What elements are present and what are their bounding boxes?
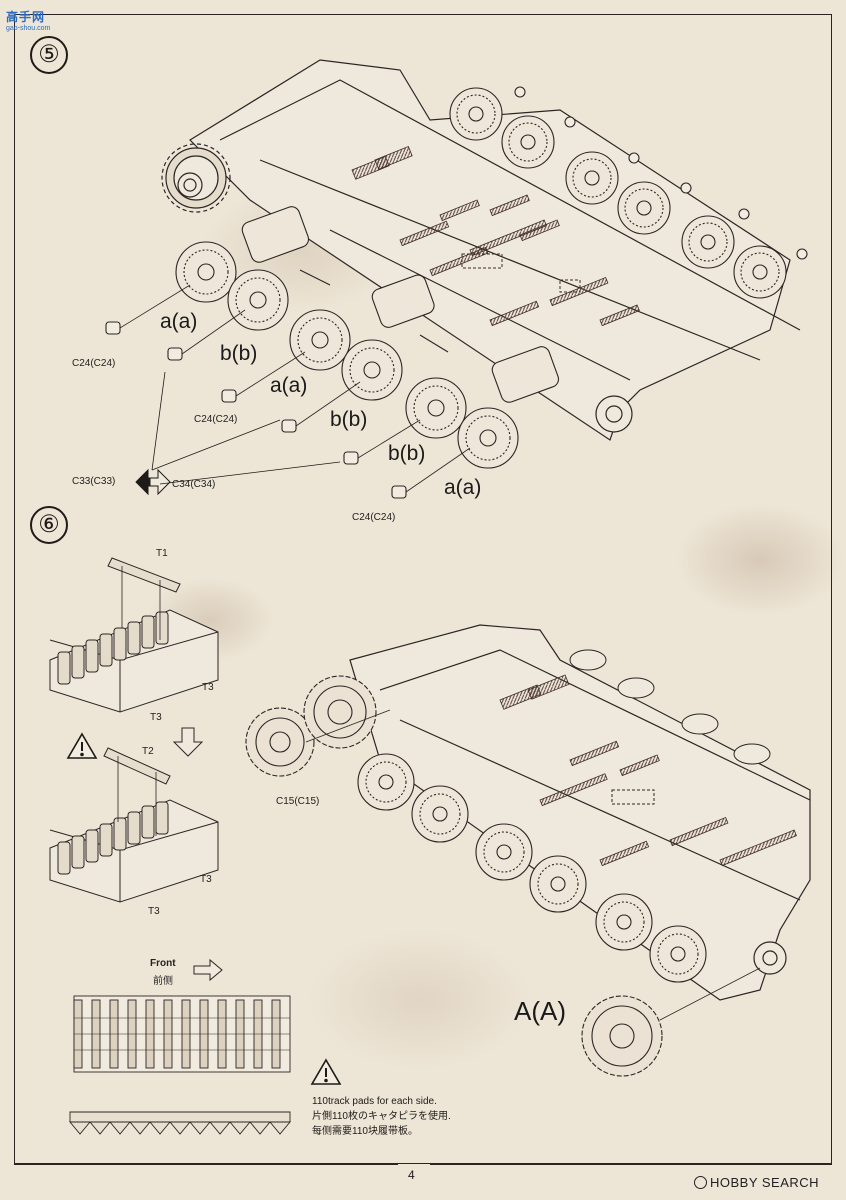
choice-arrows [135, 371, 341, 496]
mounted-road-wheels [449, 86, 808, 299]
wheel-label-b3: b(b) [388, 442, 426, 465]
idler-wheel [581, 967, 761, 1077]
note-line-cn: 每侧需要110块履带板。 [312, 1126, 418, 1137]
track-side-view [69, 1111, 291, 1135]
track-count-note: 110track pads for each side. 片側110枚のキャタピ… [312, 1094, 451, 1139]
choice-label-left: C33(C33) [72, 476, 116, 487]
front-label-cn: 前侧 [153, 976, 173, 987]
part-label-t2: T2 [142, 746, 154, 757]
cap-label-1: C24(C24) [72, 358, 116, 369]
part-label-t3-d: T3 [148, 906, 160, 917]
wheel-label-b1: b(b) [220, 342, 258, 365]
note-line-en: 110track pads for each side. [312, 1096, 437, 1107]
step6-road-wheels [357, 753, 707, 983]
down-arrow [172, 727, 204, 757]
track-assembly-jig [49, 557, 219, 903]
front-arrow-icon [193, 958, 223, 982]
step-6-number: ⑥ [30, 506, 68, 544]
cap-label-3: C24(C24) [352, 512, 396, 523]
part-label-idler: A(A) [514, 996, 566, 1026]
hull-lower-step5 [161, 59, 801, 441]
hobby-search-watermark: HOBBY SEARCH [694, 1175, 819, 1190]
front-label-en: Front [150, 958, 176, 969]
part-label-t3-a: T3 [202, 682, 214, 693]
part-label-sprocket: C15(C15) [276, 796, 320, 807]
wheel-label-b2: b(b) [330, 408, 368, 431]
hobby-search-text: HOBBY SEARCH [710, 1175, 820, 1190]
page-number: 4 [408, 1168, 415, 1182]
part-label-t1: T1 [156, 548, 168, 559]
warning-icon-step6 [66, 732, 98, 759]
bottom-rule-left [14, 1164, 398, 1165]
step-5-number: ⑤ [30, 36, 68, 74]
wheel-label-a1: a(a) [160, 310, 198, 333]
hull-lower-step6 [349, 624, 811, 1001]
page-frame [14, 14, 832, 1164]
part-label-t3-b: T3 [150, 712, 162, 723]
warning-icon-note [310, 1058, 342, 1085]
watermark-site-url: gao-shou.com [6, 25, 51, 32]
cap-label-2: C24(C24) [194, 414, 238, 425]
exploded-road-wheels [105, 206, 560, 499]
watermark-site-name: 高手网 [6, 10, 46, 24]
part-label-t3-c: T3 [200, 874, 212, 885]
note-line-jp: 片側110枚のキャタピラを使用. [312, 1111, 451, 1122]
far-side-wheels [569, 649, 771, 765]
hobby-search-icon [694, 1176, 707, 1189]
sprocket-wheels [245, 675, 391, 777]
track-top-view [73, 995, 291, 1073]
watermark-logo: 高手网 gao-shou.com [6, 8, 50, 32]
wheel-label-a3: a(a) [444, 476, 482, 499]
bottom-rule-right [430, 1164, 832, 1165]
choice-label-right: C34(C34) [172, 479, 216, 490]
wheel-label-a2: a(a) [270, 374, 308, 397]
